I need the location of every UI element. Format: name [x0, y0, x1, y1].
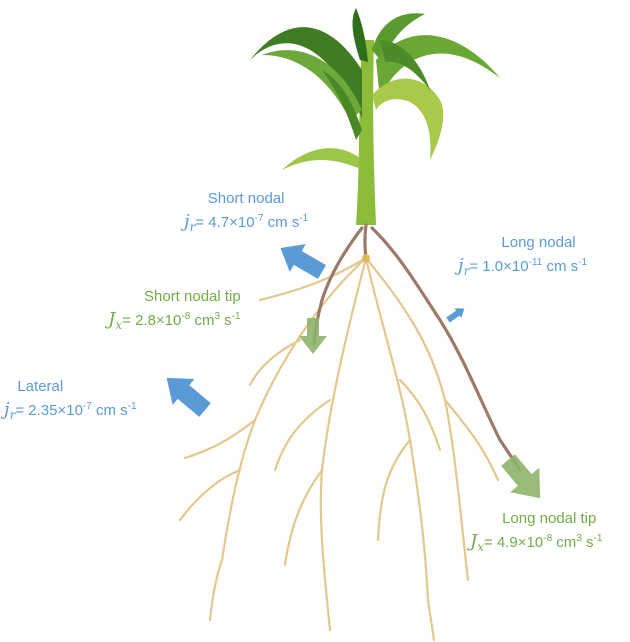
long-nodal-tip-axial-arrow — [493, 448, 554, 511]
flux-unit-exponent: -1 — [578, 257, 587, 268]
short-nodal-tip-axial-arrow — [299, 318, 327, 354]
short-nodal-radial-arrow — [272, 234, 330, 286]
short-nodal-tip-equation: Jx= 2.8×10-8 cm3 s-1 — [108, 309, 241, 330]
flux-unit-2-exponent: -1 — [594, 533, 603, 544]
flux-unit-2: s — [220, 312, 232, 329]
flux-unit: cm s — [263, 214, 299, 231]
lateral-title: Lateral — [0, 378, 137, 395]
flux-unit-exponent: -1 — [128, 401, 137, 412]
short-nodal-tip-title: Short nodal tip — [144, 288, 241, 305]
long-nodal-equation: jr= 1.0×10-11 cm s-1 — [458, 255, 587, 276]
long-nodal-tip-title: Long nodal tip — [496, 510, 602, 527]
leaf-right-lower — [372, 79, 443, 160]
flux-value: = 4.9×10 — [484, 534, 543, 551]
flux-exponent: -7 — [83, 401, 92, 412]
label-short-nodal-tip: Short nodal tip Jx= 2.8×10-8 cm3 s-1 — [108, 288, 241, 330]
leaf-left-lower — [282, 148, 360, 170]
label-short-nodal: Short nodal jr= 4.7×10-7 cm s-1 — [184, 190, 308, 232]
flux-unit: cm s — [542, 258, 578, 275]
short-nodal-equation: jr= 4.7×10-7 cm s-1 — [184, 211, 308, 232]
flux-unit: cm — [190, 312, 214, 329]
leaf-top — [353, 8, 368, 62]
flux-unit: cm — [552, 534, 576, 551]
lateral-radial-arrow — [156, 365, 216, 423]
long-nodal-title: Long nodal — [490, 234, 587, 251]
flux-unit: cm s — [92, 402, 128, 419]
nodal-root-stub — [365, 225, 366, 258]
long-nodal-tip-equation: Jx= 4.9×10-8 cm3 s-1 — [470, 531, 602, 552]
flux-value: = 2.35×10 — [15, 402, 83, 419]
flux-value: = 4.7×10 — [195, 214, 254, 231]
label-long-nodal-tip: Long nodal tip Jx= 4.9×10-8 cm3 s-1 — [470, 510, 602, 552]
flux-exponent: -11 — [529, 257, 543, 268]
lateral-equation: jr= 2.35×10-7 cm s-1 — [4, 399, 137, 420]
label-long-nodal: Long nodal jr= 1.0×10-11 cm s-1 — [458, 234, 587, 276]
flux-unit-exponent: -1 — [299, 213, 308, 224]
flux-unit-2-exponent: -1 — [232, 311, 241, 322]
flux-exponent: -8 — [543, 533, 552, 544]
flux-value: = 2.8×10 — [122, 312, 181, 329]
flux-unit-2: s — [582, 534, 594, 551]
long-nodal-radial-arrow — [445, 304, 468, 325]
flux-value: = 1.0×10 — [469, 258, 528, 275]
short-nodal-title: Short nodal — [184, 190, 308, 207]
label-lateral: Lateral jr= 2.35×10-7 cm s-1 — [4, 378, 137, 420]
flux-subscript: x — [477, 540, 484, 554]
flux-exponent: -8 — [181, 311, 190, 322]
